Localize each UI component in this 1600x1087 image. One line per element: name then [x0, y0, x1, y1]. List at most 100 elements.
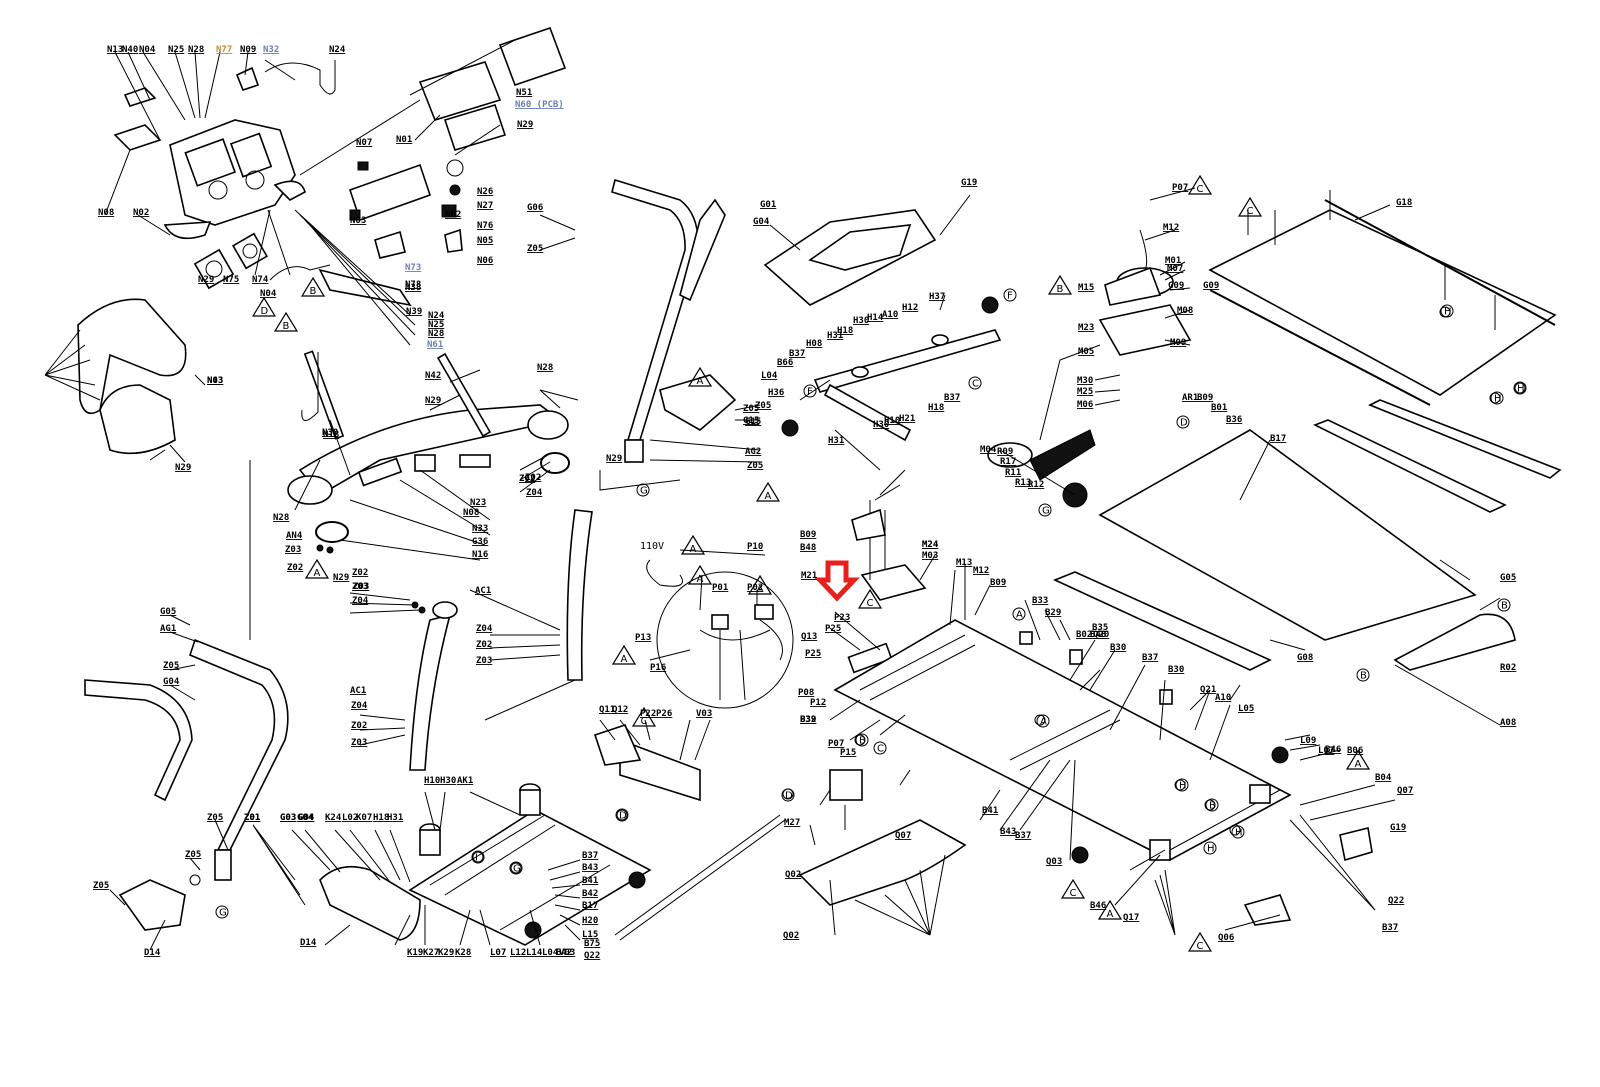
part-label-b46: B46 — [1325, 745, 1341, 755]
part-label-b48: B48 — [800, 543, 816, 553]
part-label-n09: N09 — [240, 45, 256, 55]
part-label-h30: H30 — [873, 420, 889, 430]
part-label-p39: P39 — [800, 715, 816, 725]
part-label-m12: M12 — [973, 566, 989, 576]
part-label-q17: Q17 — [1123, 913, 1139, 923]
svg-text:A: A — [697, 574, 704, 585]
part-label-n03: N03 — [207, 376, 223, 386]
part-label-b42: B42 — [556, 948, 572, 958]
part-label-n78: N78 — [405, 280, 421, 290]
part-label-b46: B46 — [1090, 901, 1106, 911]
circle-marker-icon: B — [1356, 668, 1370, 682]
svg-text:F: F — [807, 387, 813, 398]
part-label-n29: N29 — [517, 120, 533, 130]
part-label-p13: P13 — [635, 633, 651, 643]
part-label-z05: Z05 — [207, 813, 223, 823]
part-label-p15: P15 — [840, 748, 856, 758]
part-label-b37: B37 — [789, 349, 805, 359]
part-label-z05: Z05 — [185, 850, 201, 860]
svg-text:B: B — [1209, 801, 1216, 812]
svg-text:A: A — [690, 544, 697, 555]
part-label-a08: A08 — [1500, 718, 1516, 728]
part-label-g18: G18 — [1396, 198, 1412, 208]
part-label-p26: P26 — [656, 709, 672, 719]
deck — [1052, 399, 1562, 726]
part-label-n08: N08 — [463, 508, 479, 518]
triangle-marker-icon: B — [273, 311, 299, 332]
part-label-m30: M30 — [1077, 376, 1093, 386]
part-label-n29: N29 — [333, 573, 349, 583]
circle-marker-icon: D — [615, 808, 629, 822]
part-label-g05: G05 — [160, 607, 176, 617]
part-label-z02: Z02 — [476, 640, 492, 650]
part-label-h36: H36 — [768, 388, 784, 398]
part-label-n23: N23 — [470, 498, 486, 508]
svg-text:G: G — [219, 908, 227, 919]
part-label-m07: M07 — [1167, 264, 1183, 274]
part-label-b30: B30 — [1168, 665, 1184, 675]
part-label-b04: B04 — [1375, 773, 1392, 783]
part-label-n01: N01 — [396, 135, 412, 145]
part-label-b30: B30 — [1110, 643, 1126, 653]
part-label-ak1: AK1 — [457, 776, 473, 786]
part-label-n24: N24 — [428, 311, 445, 321]
lift-axle — [781, 294, 1002, 471]
part-label-n40: N40 — [122, 45, 138, 55]
part-label-z02: Z02 — [519, 474, 535, 484]
part-label-g15: G15 — [743, 416, 759, 426]
part-label-z04: Z04 — [351, 701, 368, 711]
svg-text:H: H — [1179, 781, 1187, 792]
right-upright — [539, 178, 761, 463]
base-frame-left — [319, 724, 794, 946]
part-label-v03: V03 — [696, 709, 712, 719]
circle-marker-icon: B — [1497, 598, 1511, 612]
svg-text:H: H — [1494, 394, 1502, 405]
part-label-z03: Z03 — [352, 582, 368, 592]
part-label-g08: G08 — [1297, 653, 1313, 663]
part-label-b02: B02 — [1076, 630, 1092, 640]
part-label-h10: H10 — [884, 416, 900, 426]
part-label-b35: B35 — [1092, 623, 1108, 633]
part-label-n33: N33 — [472, 524, 488, 534]
svg-text:C: C — [867, 598, 874, 609]
part-label-n60-pcb-: N60 (PCB) — [515, 100, 564, 110]
part-label-n24: N24 — [329, 45, 346, 55]
part-label-q02: Q02 — [785, 870, 801, 880]
part-label-q12: Q12 — [612, 705, 628, 715]
svg-text:H: H — [1235, 828, 1243, 839]
circle-marker-icon: H — [1440, 304, 1454, 318]
triangle-marker-icon: D — [251, 296, 277, 317]
circle-marker-icon: G — [1038, 503, 1052, 517]
circle-marker-icon: C — [873, 741, 887, 755]
side-covers — [44, 298, 206, 463]
part-label-b48: B48 — [1090, 630, 1106, 640]
part-label-g04: G04 — [753, 217, 770, 227]
svg-text:B: B — [1501, 601, 1508, 612]
part-label-n27: N27 — [477, 201, 493, 211]
part-label-z05: Z05 — [163, 661, 179, 671]
control-board — [829, 500, 927, 674]
svg-text:A: A — [697, 376, 704, 387]
svg-text:D: D — [619, 811, 627, 822]
circle-marker-icon: F — [1003, 288, 1017, 302]
svg-text:F: F — [1007, 291, 1013, 302]
circle-marker-icon: I — [471, 850, 485, 864]
part-label-h20: H20 — [582, 916, 598, 926]
part-label-g06: G06 — [527, 203, 543, 213]
part-label-n03: N03 — [350, 216, 366, 226]
part-label-n08: N08 — [98, 208, 114, 218]
part-label-h37: H37 — [929, 292, 945, 302]
part-label-b09: B09 — [1197, 393, 1213, 403]
part-label-an4: AN4 — [286, 531, 303, 541]
part-label-b37: B37 — [582, 851, 598, 861]
part-label-m13: M13 — [956, 558, 972, 568]
part-label-l14: L14 — [526, 948, 543, 958]
part-label-k24: K24 — [325, 813, 342, 823]
svg-text:G: G — [1042, 506, 1050, 517]
part-label-z02: Z02 — [351, 721, 367, 731]
part-label-g04: G04 — [297, 813, 314, 823]
part-label-k29: K29 — [438, 948, 454, 958]
svg-text:H: H — [1444, 307, 1452, 318]
triangle-marker-icon: A — [687, 366, 713, 387]
